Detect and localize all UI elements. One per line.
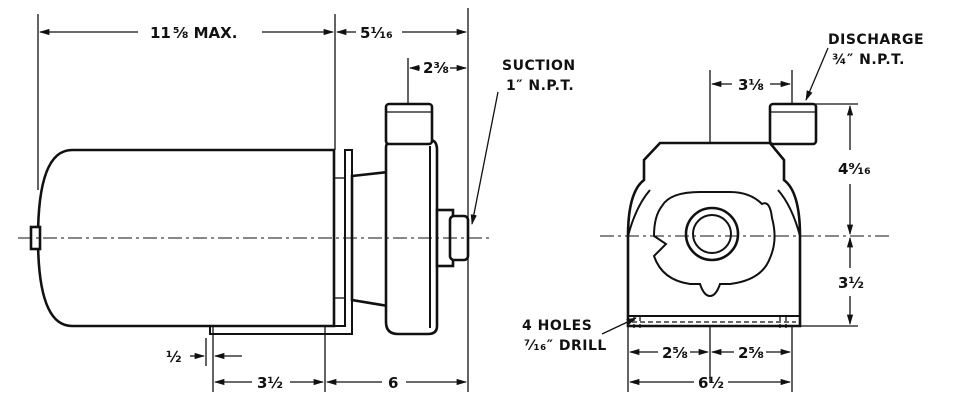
mounting-bracket: [209, 149, 353, 335]
base-width-label: 6½: [698, 374, 724, 392]
discharge-boss: [384, 102, 434, 146]
holes-leader-line: [601, 317, 637, 335]
discharge-height-label: 4⁹⁄₁₆: [838, 160, 871, 178]
half-spacing-right-label: 2⅝: [738, 344, 764, 362]
end-discharge-boss: [768, 102, 818, 146]
shaft-height-label: 3½: [838, 274, 864, 292]
half-spacing-left-label: 2⅝: [662, 344, 688, 362]
overall-length-fraction: ⅝ MAX.: [173, 24, 238, 42]
foot-to-face-label: 6: [388, 374, 398, 392]
discharge-label-line1: DISCHARGE: [828, 32, 924, 48]
overall-length-number: 11: [150, 24, 171, 42]
foot-small-label: ½: [166, 348, 182, 366]
foot-spacing-label: 3½: [257, 374, 283, 392]
suction-leader-line: [470, 91, 499, 226]
adapter: [350, 170, 390, 308]
impeller-chamber: [652, 191, 776, 298]
end-view: DISCHARGE ¾″ N.P.T. 3⅛ 4⁹⁄₁₆ 3½ 4 HOLES …: [522, 32, 924, 392]
holes-label-line1: 4 HOLES: [522, 318, 592, 334]
discharge-label-line2: ¾″ N.P.T.: [832, 52, 905, 68]
left-rib: [627, 189, 651, 237]
suction-offset-label: 2⅜: [423, 59, 449, 77]
suction-label-line1: SUCTION: [502, 58, 576, 74]
suction-label-line2: 1″ N.P.T.: [506, 78, 574, 94]
discharge-offset-label: 3⅛: [738, 76, 764, 94]
right-rib: [777, 189, 801, 237]
pump-length-label: 5¹⁄₁₆: [360, 24, 393, 42]
discharge-leader-line: [805, 47, 829, 101]
holes-label-line2: ⁷⁄₁₆″ DRILL: [524, 338, 607, 354]
suction-eye-inner: [692, 214, 732, 254]
